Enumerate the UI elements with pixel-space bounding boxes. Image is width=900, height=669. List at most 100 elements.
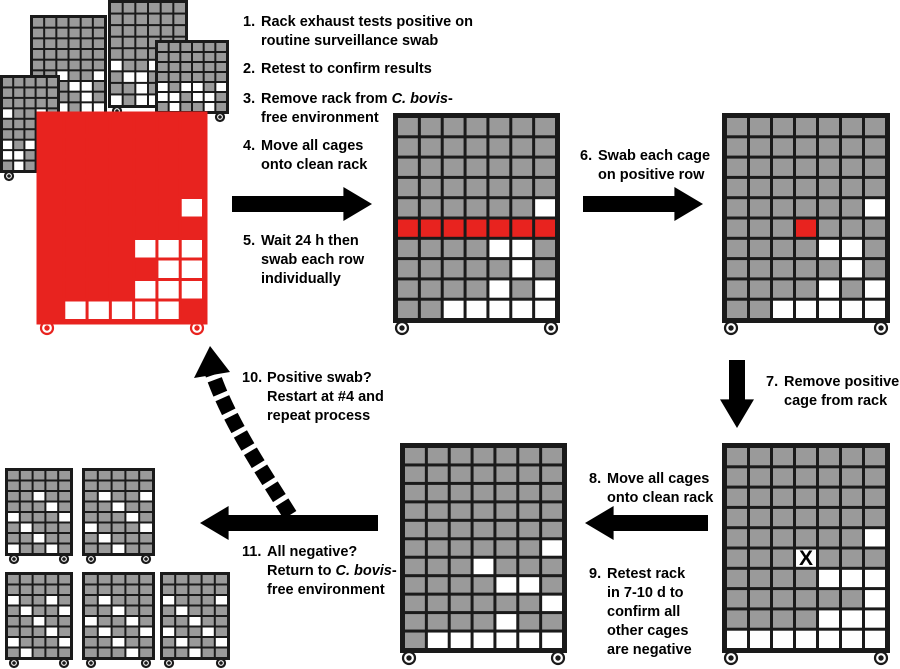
cage [176,648,188,657]
cage [136,95,147,105]
cage [727,178,747,197]
cage [473,632,494,648]
cage [81,18,92,27]
cage [174,3,185,13]
cage [47,98,57,108]
cage [542,595,562,612]
cage [149,95,160,105]
cage [81,103,92,112]
cage [149,83,160,94]
cage [123,37,135,48]
cage [111,83,122,94]
cage [796,199,816,217]
cage [59,534,70,543]
step-line: swab each row [261,252,365,268]
cage [126,606,139,615]
positive-cage [158,158,179,176]
cage [427,540,448,556]
cage [519,503,540,519]
cage [542,521,562,538]
cage [33,513,45,522]
step-line: Return to C. bovis- [267,563,397,579]
cage [865,300,885,318]
cage [8,534,19,543]
cage [796,590,816,608]
cage [542,558,562,575]
removed-cage [796,549,816,567]
cage [405,577,425,593]
cage [93,50,104,59]
cage [93,60,104,70]
cage [140,596,152,605]
cage [112,492,125,501]
cage [473,558,494,575]
cage [140,492,152,501]
cage [174,14,185,25]
cage [36,98,46,108]
cage [427,521,448,538]
step-line: free environment [261,110,379,126]
cage [496,521,517,538]
cage [169,103,180,111]
returned-rack-3 [5,572,73,669]
cage [496,466,517,482]
cage [136,83,147,94]
cage [398,300,418,318]
cage [93,92,104,102]
cage [111,95,122,105]
cage [126,544,139,553]
step-line: Restart at #4 and [267,389,384,405]
cage [45,39,56,48]
cage [202,606,214,615]
cage [519,558,540,575]
cage [727,300,747,318]
cage [158,301,179,319]
cage [204,43,215,51]
cage [112,544,125,553]
cage [750,508,770,527]
cage [158,260,179,278]
cage [136,60,147,71]
cage [202,585,214,594]
cage [57,71,68,80]
positive-cage [65,199,86,217]
cage [98,544,111,553]
cage [59,523,70,532]
cage [112,523,125,532]
cage [489,300,510,318]
cage [727,280,747,298]
cage [123,60,135,71]
step-line: in 7-10 d to [607,585,684,601]
cage [8,492,19,501]
cage [420,239,441,258]
cage [512,178,533,197]
cage [796,630,816,648]
positive-cage [111,240,133,258]
cage [181,260,202,278]
cage [519,577,540,593]
cage [98,638,111,647]
cage [112,575,125,584]
cage [45,18,56,27]
cage [773,529,793,547]
cage [85,596,97,605]
cage [204,63,215,71]
cage [427,466,448,482]
cage [25,78,35,87]
cage [46,471,58,480]
step-line: 6.Swab each cage [580,148,711,164]
cage [496,614,517,630]
cage [727,529,747,547]
cage [149,37,160,48]
cage [20,575,32,584]
step-line: 2.Retest to confirm results [243,61,432,77]
cage [489,260,510,278]
cage [20,481,32,490]
positive-cage [88,178,109,196]
cage [181,93,191,101]
cage [193,63,203,71]
cage [59,492,70,501]
